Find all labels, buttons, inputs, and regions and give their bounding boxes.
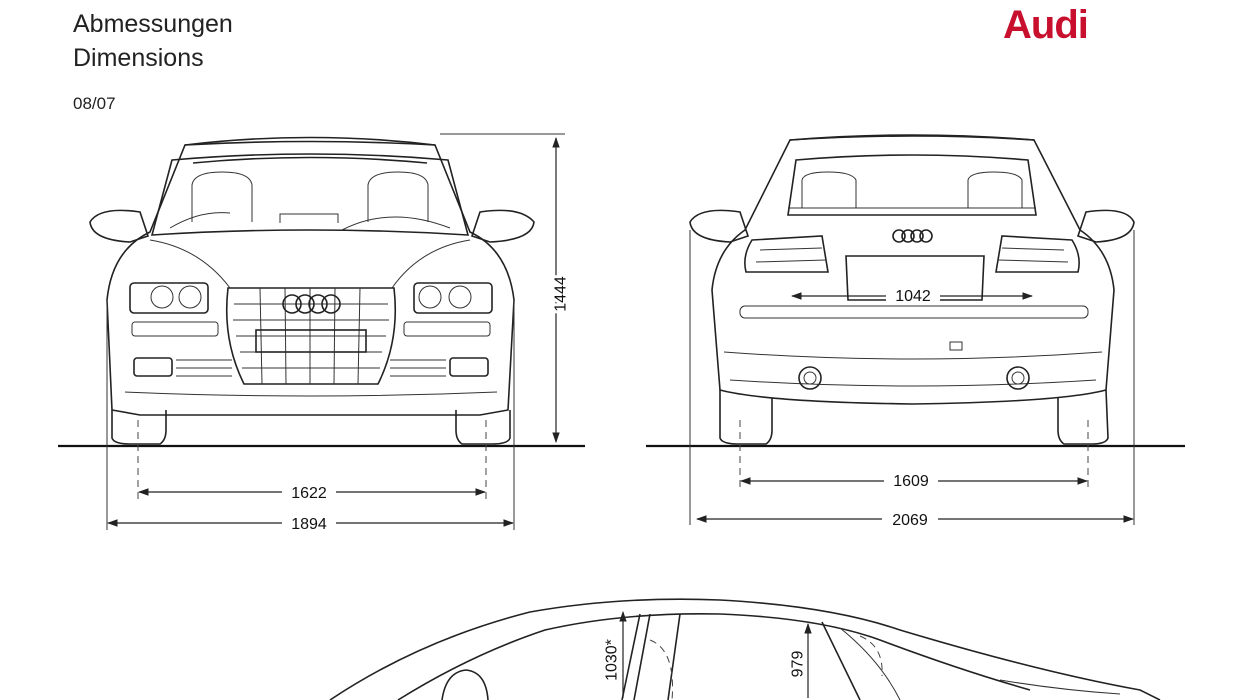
- side-roof-line: [329, 598, 1161, 700]
- document-date: 08/07: [73, 94, 116, 113]
- headlight-left: [129, 282, 209, 314]
- rear-body-outline: [711, 134, 1115, 405]
- rear-width-label: 2069: [892, 512, 928, 529]
- audi-rings-front: [282, 294, 341, 314]
- rear-view: 1042 1609 2069: [646, 134, 1185, 530]
- rear-mirror-left: [689, 209, 750, 243]
- front-grille: [225, 287, 397, 385]
- front-body-outline: [106, 136, 515, 416]
- front-windshield: [150, 153, 470, 236]
- front-mirror-right: [470, 209, 535, 243]
- front-view: 1444 1444 1622 1894: [58, 133, 585, 534]
- rear-track-label: 1609: [893, 473, 929, 490]
- exhaust-right: [1006, 366, 1030, 390]
- rear-mirror-right: [1076, 209, 1135, 243]
- rear-window: [787, 154, 1037, 216]
- taillight-right: [995, 235, 1080, 273]
- exhaust-left: [798, 366, 822, 390]
- rear-plate-width-label: 1042: [895, 288, 931, 305]
- front-height-label: 1444: [553, 276, 570, 312]
- page-subtitle: Dimensions: [73, 44, 204, 72]
- side-view: 1030* 979: [329, 598, 1161, 700]
- front-width-label: 1894: [291, 516, 327, 533]
- front-license-plate: [255, 329, 367, 353]
- front-track-label: 1622: [291, 485, 327, 502]
- rear-license-plate: [845, 255, 985, 301]
- taillight-left: [744, 235, 829, 273]
- audi-rings-rear: [892, 229, 933, 243]
- side-headroom-rear-label: 979: [790, 651, 807, 678]
- audi-logo: Audi: [1003, 3, 1089, 47]
- headlight-right: [413, 282, 493, 314]
- side-headroom-front-label: 1030*: [604, 639, 621, 681]
- svg-text:1444: 1444: [553, 276, 570, 312]
- page-title: Abmessungen: [73, 10, 233, 38]
- front-mirror-left: [89, 209, 150, 243]
